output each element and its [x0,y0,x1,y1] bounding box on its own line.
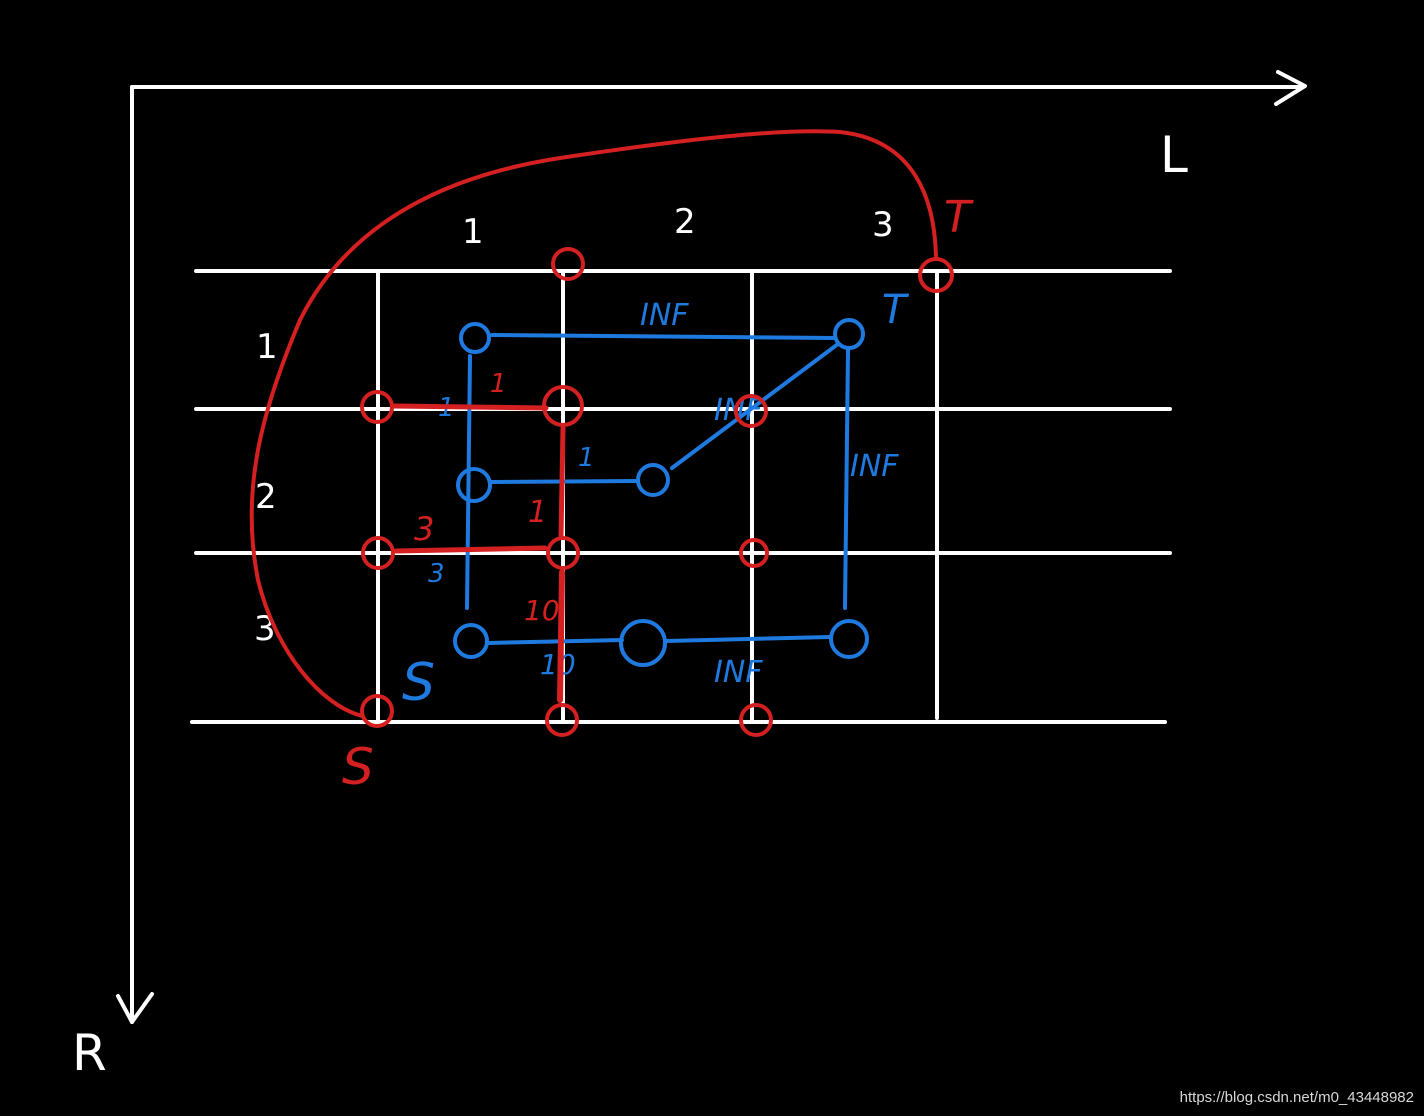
blue-node [829,619,869,659]
blue-edge-bottom-a [486,638,624,645]
red-edge-middle [393,545,548,554]
red-node [918,257,954,293]
red-edge-top-label: 1 [490,369,507,399]
blue-edge-top-label: INF [640,298,689,333]
blue-edge-right-label: INF [850,449,899,484]
column-number: 1 [462,212,484,252]
column-number: 2 [674,202,696,242]
row-numbers: 1 2 3 [254,327,278,649]
row-number: 1 [256,327,278,367]
red-node [542,385,584,427]
red-node [360,390,394,424]
red-graph [249,129,954,737]
red-node [361,536,395,570]
row-number: 2 [255,477,277,517]
vertical-axis-arrow [116,992,154,1024]
blue-edge-diagonal [670,342,840,470]
blue-edge-top [490,333,837,340]
blue-edge-bottom-b [664,635,832,643]
red-node [739,538,769,568]
red-sink-label: T [944,192,974,243]
blue-graph [453,318,869,667]
blue-edge-left-lower-label: 3 [428,559,445,589]
red-edge-vertical-upper [558,425,566,539]
blue-edge-left [465,354,472,610]
grid [190,269,1172,724]
blue-edge-bottom-label: INF [714,655,763,690]
column-numbers: 1 2 3 [462,202,894,252]
blue-edge-mid-upper-label: 1 [578,443,595,473]
blue-node [456,467,492,503]
blue-source-label: S [402,653,435,713]
axes [116,70,1307,1024]
red-edge-vertical-upper-label: 1 [528,495,547,530]
blue-node [636,463,670,497]
red-labels: S T 1 1 3 10 [342,192,974,796]
red-edge-source-to-sink-arc [249,129,938,718]
red-node [546,536,580,570]
red-node [360,694,394,728]
red-edge-vertical-lower-label: 10 [524,594,560,627]
column-number: 3 [872,205,894,245]
red-node [551,247,585,281]
red-node [739,703,773,737]
red-source-label: S [342,738,374,796]
red-edge-vertical-lower [557,569,565,703]
blue-node [833,318,865,350]
blue-node [453,623,489,659]
blue-node [619,619,667,667]
axis-label-r: R [72,1024,107,1082]
axis-label-l: L [1160,126,1188,184]
horizontal-axis-arrow [1274,70,1307,106]
red-edge-middle-label: 3 [414,510,434,548]
red-node [734,394,768,428]
red-edge-top [391,403,549,411]
blue-edge-right [843,348,850,610]
row-number: 3 [254,609,276,649]
red-node [545,703,579,737]
blue-sink-label: T [882,287,910,333]
blue-node [459,322,491,354]
watermark: https://blog.csdn.net/m0_43448982 [1179,1089,1414,1106]
